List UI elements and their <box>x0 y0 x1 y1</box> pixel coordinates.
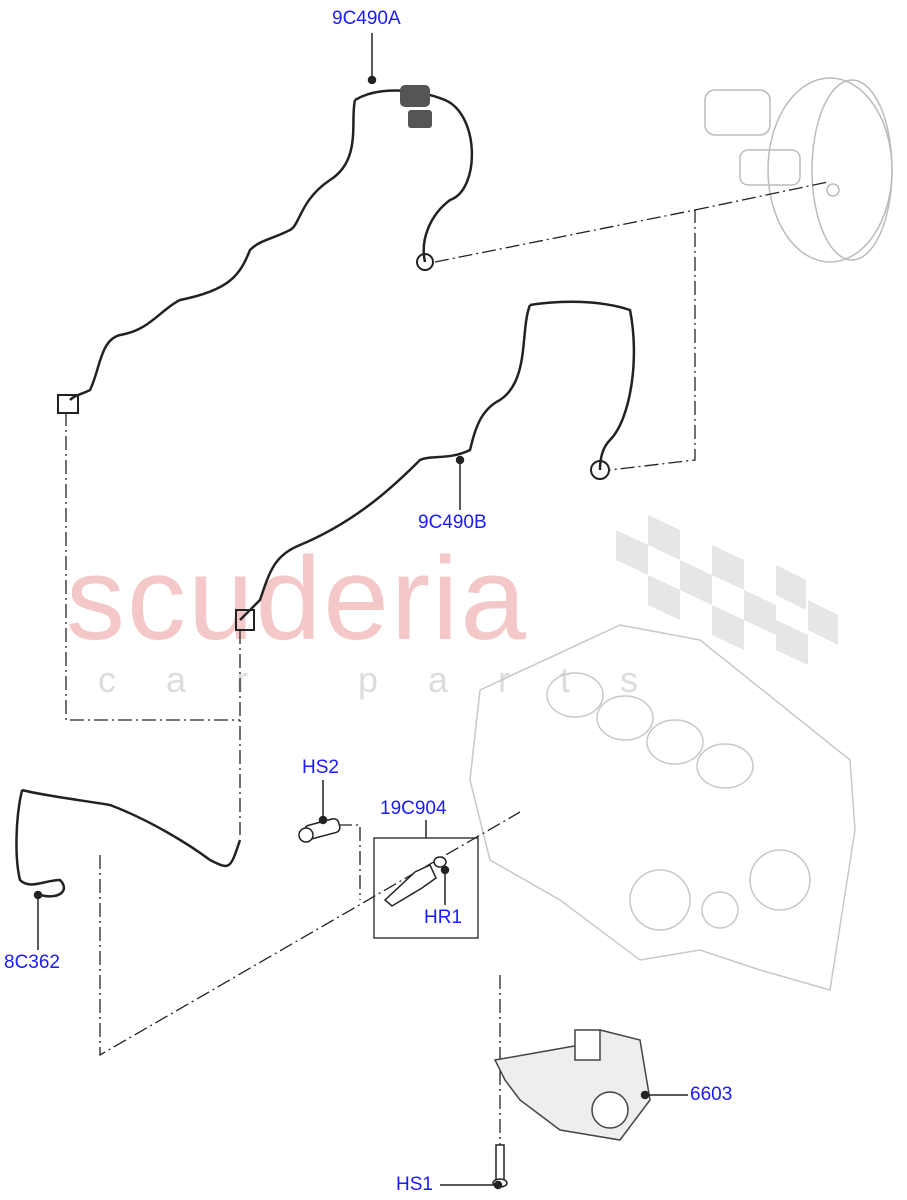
vacuum-hose-8c362 <box>15 788 242 898</box>
label-6603: 6603 <box>690 1084 733 1105</box>
label-hs1: HS1 <box>396 1174 433 1195</box>
checkered-flag-watermark <box>616 515 838 665</box>
label-8c362: 8C362 <box>4 952 60 973</box>
label-9c490a: 9C490A <box>332 8 401 29</box>
valve-housing <box>57 85 610 631</box>
vacuum-pipe-9c490a <box>69 89 474 401</box>
bolt-hs2 <box>298 817 341 843</box>
engine-block <box>469 624 856 991</box>
brake-booster <box>704 77 893 263</box>
label-19c904: 19C904 <box>380 798 447 819</box>
bolt-hs1 <box>492 1144 508 1188</box>
oil-pump-6603 <box>493 1029 651 1141</box>
sensor-19c904 <box>383 856 447 907</box>
label-9c490b: 9C490B <box>418 512 487 533</box>
vacuum-pipe-9c490b <box>239 300 636 621</box>
label-hs2: HS2 <box>302 757 339 778</box>
label-hr1: HR1 <box>424 907 463 928</box>
watermark-scuderia: scuderia <box>66 533 529 665</box>
